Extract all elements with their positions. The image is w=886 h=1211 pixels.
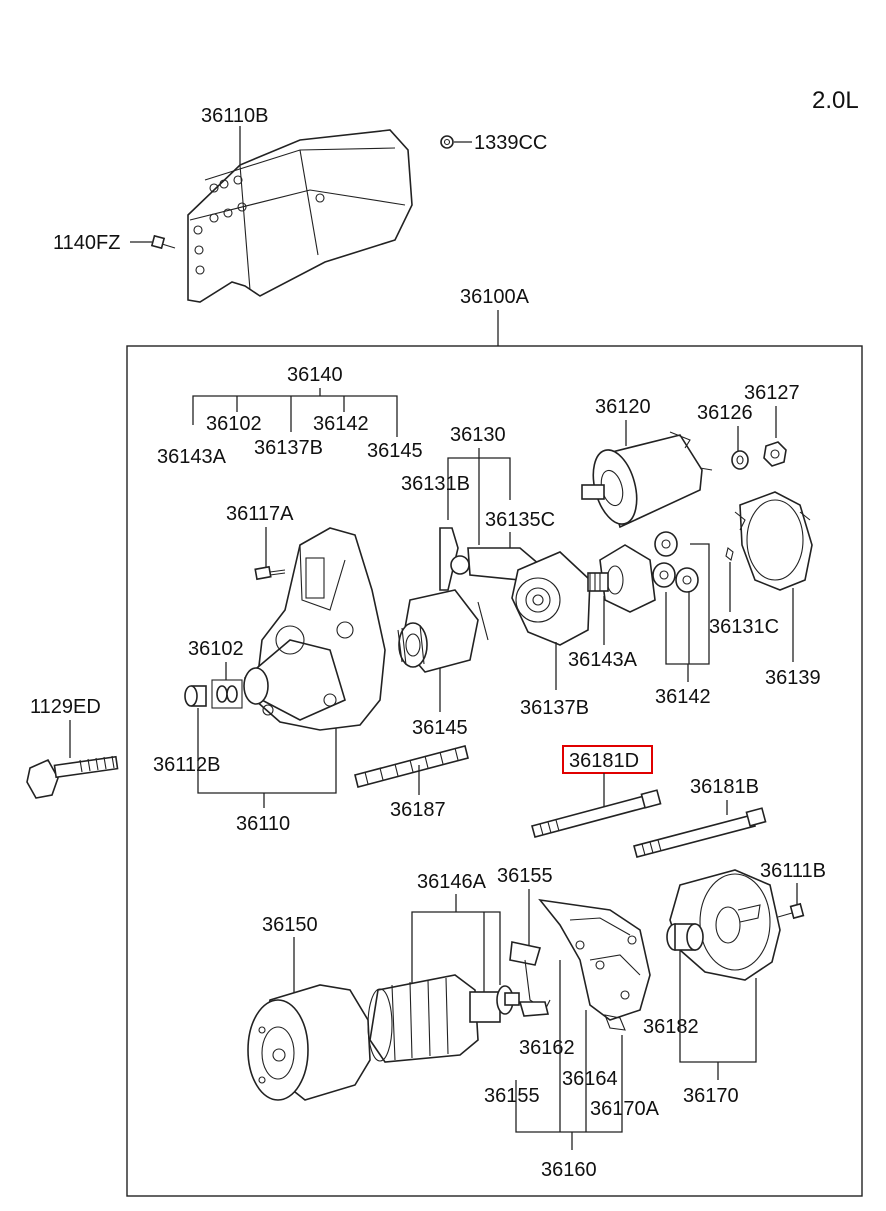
- label-36131B: 36131B: [401, 473, 470, 495]
- label-36102: 36102: [188, 638, 244, 660]
- label-36131C: 36131C: [709, 616, 779, 638]
- label-36181D: 36181D: [569, 750, 639, 772]
- stud-bolt-36187[interactable]: [354, 745, 469, 788]
- label-36170A: 36170A: [590, 1098, 660, 1120]
- label-36130: 36130: [450, 424, 506, 446]
- label-36164: 36164: [562, 1068, 618, 1090]
- label-36127: 36127: [744, 382, 800, 404]
- label-1339CC: 1339CC: [474, 132, 547, 154]
- pinion-gear-36145[interactable]: [397, 589, 479, 673]
- yoke-assembly-36150[interactable]: [247, 984, 371, 1101]
- planet-gears-36142[interactable]: [652, 531, 699, 593]
- through-bolt-36181B[interactable]: [633, 807, 767, 858]
- label-36146A: 36146A: [417, 871, 487, 893]
- label-36110B: 36110B: [201, 105, 268, 127]
- label-36137B-kit: 36137B: [254, 437, 323, 459]
- label-36145: 36145: [412, 717, 468, 739]
- nut-1339CC[interactable]: [440, 135, 454, 149]
- rear-bracket-36170[interactable]: [669, 869, 781, 981]
- bolt-1129ED[interactable]: [26, 755, 119, 799]
- label-36126: 36126: [697, 402, 753, 424]
- brush-36155-lower[interactable]: [518, 1001, 550, 1017]
- bolt-1140FZ[interactable]: [150, 234, 176, 250]
- packing-36131C[interactable]: [725, 547, 734, 561]
- label-1129ED: 1129ED: [30, 696, 101, 718]
- label-36142: 36142: [655, 686, 711, 708]
- label-36140: 36140: [287, 364, 343, 386]
- label-36187: 36187: [390, 799, 446, 821]
- solenoid-36120[interactable]: [581, 431, 713, 529]
- label-36143A: 36143A: [568, 649, 638, 671]
- heat-shield-36110B[interactable]: [187, 129, 413, 303]
- engine-label: 2.0L: [812, 87, 859, 114]
- label-36142-kit: 36142: [313, 413, 369, 435]
- label-36181B: 36181B: [690, 776, 759, 798]
- brush-holder-36160[interactable]: [538, 898, 651, 1021]
- front-housing-36110[interactable]: [243, 527, 386, 731]
- label-36110: 36110: [236, 813, 290, 835]
- label-36139: 36139: [765, 667, 821, 689]
- bushing-36102[interactable]: [211, 679, 243, 709]
- nut-36127[interactable]: [763, 441, 787, 467]
- label-36182: 36182: [643, 1016, 699, 1038]
- label-36117A: 36117A: [226, 503, 294, 525]
- internal-gear-36137B[interactable]: [511, 551, 591, 646]
- label-36155-top: 36155: [497, 865, 553, 887]
- washer-36126[interactable]: [731, 450, 749, 470]
- highlight-box-36181D: [562, 745, 653, 774]
- spring-36164[interactable]: [604, 1014, 626, 1031]
- label-36120: 36120: [595, 396, 651, 418]
- armature-36146A[interactable]: [367, 974, 520, 1063]
- assembly-frame-36100A: [126, 345, 863, 1197]
- label-36137B: 36137B: [520, 697, 589, 719]
- bushing-36112B[interactable]: [184, 685, 207, 707]
- label-36170: 36170: [683, 1085, 739, 1107]
- label-36150: 36150: [262, 914, 318, 936]
- label-36112B: 36112B: [153, 754, 220, 776]
- label-36145-kit: 36145: [367, 440, 423, 462]
- label-36155: 36155: [484, 1085, 540, 1107]
- label-1140FZ: 1140FZ: [53, 232, 120, 254]
- label-36111B: 36111B: [760, 860, 826, 882]
- brush-36155-upper[interactable]: [509, 941, 551, 1011]
- screw-36111B[interactable]: [777, 902, 805, 920]
- bolt-36117A[interactable]: [254, 565, 286, 581]
- label-36162: 36162: [519, 1037, 575, 1059]
- label-36135C: 36135C: [485, 509, 555, 531]
- planet-shaft-36143A[interactable]: [587, 544, 656, 613]
- retainer-ring-36139[interactable]: [734, 491, 813, 591]
- label-36100A: 36100A: [460, 286, 530, 308]
- through-bolt-36181D[interactable]: [531, 789, 662, 838]
- label-36102-kit: 36102: [206, 413, 262, 435]
- bushing-36182[interactable]: [666, 923, 704, 951]
- label-36143A-kit: 36143A: [157, 446, 227, 468]
- label-36160: 36160: [541, 1159, 597, 1181]
